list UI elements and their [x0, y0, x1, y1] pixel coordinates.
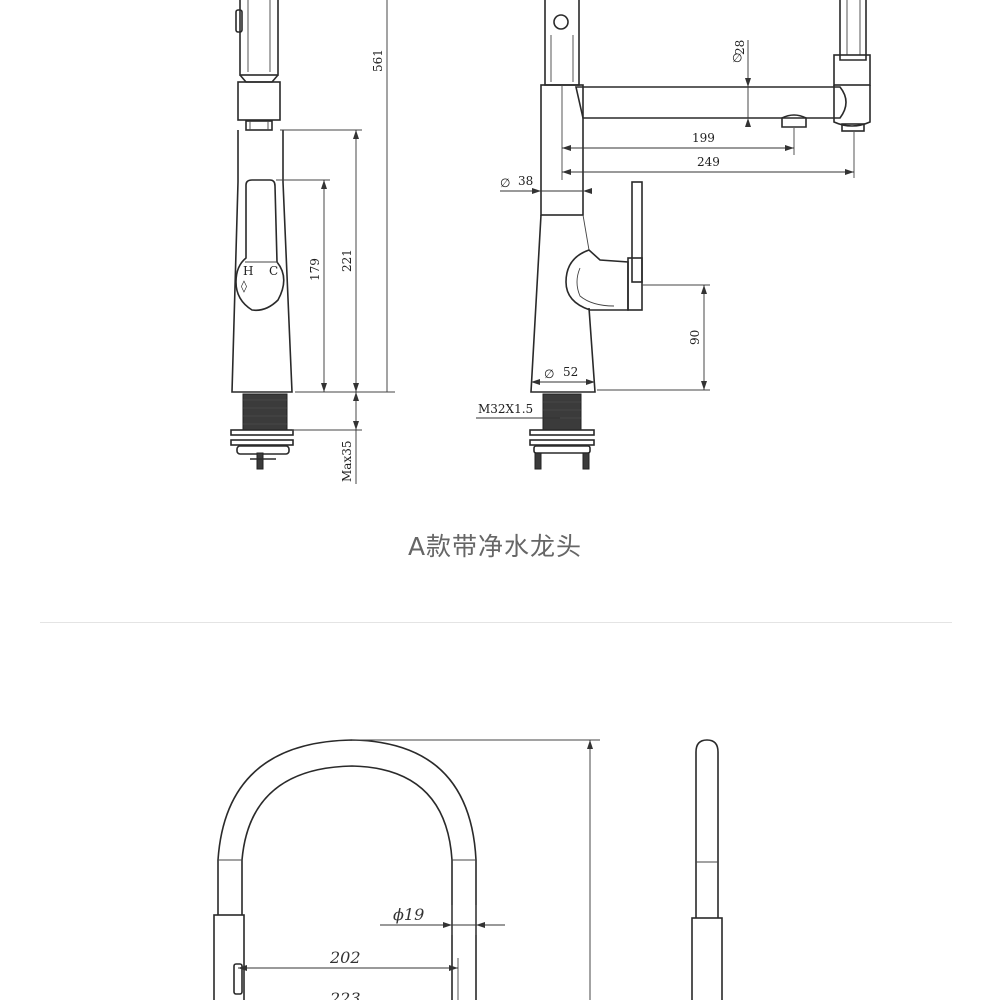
dim-90: 90: [688, 330, 702, 345]
mounting-plate: [230, 429, 294, 436]
faucet-body: [231, 130, 293, 393]
spray-mode-button: [553, 14, 569, 30]
b-side-neck: [695, 739, 719, 1000]
dim-202: 202: [329, 948, 361, 967]
gooseneck-inner: [241, 765, 453, 1000]
dia-symbol-38: ∅: [500, 176, 510, 190]
b-spray-head: [213, 914, 245, 1000]
purified-outlet: [781, 114, 807, 128]
product-caption: A款带净水龙头: [407, 532, 583, 561]
spout-arm: [574, 86, 847, 119]
dim-dia28: 28: [733, 40, 747, 55]
dia-symbol-52: ∅: [544, 367, 554, 381]
dim-dia19: ϕ19: [393, 905, 424, 924]
filter-handle-base: [627, 257, 643, 311]
spray-head-upper: [239, 0, 279, 76]
filter-handle-arm: [565, 249, 629, 311]
dim-221: 221: [340, 249, 354, 272]
mounting-bolt: [256, 452, 264, 470]
dim-max35: Max35: [340, 441, 354, 482]
side-mounting-plate: [529, 429, 595, 436]
side-view-a: ∅ 28 199 249 ∅ 38 90 ∅ 52 M32X1.5: [476, 0, 871, 470]
dia-symbol-28: ∅: [732, 51, 742, 65]
front-view-b: ϕ19 202 223: [213, 739, 600, 1000]
dim-199: 199: [692, 131, 715, 145]
dim-561: 561: [371, 49, 385, 72]
b-side-spray-head: [691, 917, 723, 1000]
spout-outlet: [841, 123, 865, 132]
side-view-b: [691, 739, 723, 1000]
side-spray-head: [544, 0, 580, 86]
side-threaded-shank: [542, 393, 582, 431]
dim-dia38: 38: [518, 174, 533, 188]
water-drop-mark: ◊: [241, 279, 247, 293]
dim-thread: M32X1.5: [478, 402, 533, 416]
spout-collar: [833, 54, 871, 86]
dim-179: 179: [308, 258, 322, 281]
cold-mark: C: [269, 264, 278, 278]
side-body: [530, 214, 596, 393]
section-divider: [40, 622, 952, 623]
filter-lever: [631, 181, 643, 283]
front-view-a: H C ◊ 561 221 179 Max35: [230, 0, 395, 484]
dim-223: 223: [329, 989, 361, 1000]
spray-button: [235, 9, 243, 33]
spray-head-collar: [237, 81, 281, 121]
hot-mark: H: [243, 264, 253, 278]
dim-249: 249: [697, 155, 720, 169]
threaded-shank: [242, 393, 288, 431]
lever-handle: [235, 179, 285, 312]
spray-outlet: [245, 120, 273, 131]
dim-dia52: 52: [563, 365, 578, 379]
